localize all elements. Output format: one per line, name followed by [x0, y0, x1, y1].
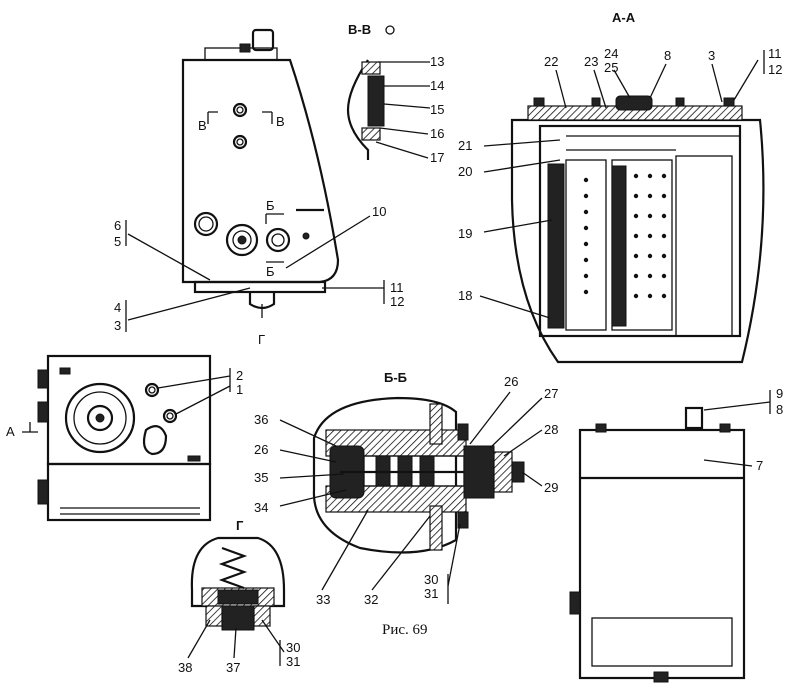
label-32: 32 — [364, 592, 378, 607]
label-34: 34 — [254, 500, 268, 515]
label-33: 33 — [316, 592, 330, 607]
section-mark-v-right: В — [276, 114, 285, 129]
label-2: 2 — [236, 368, 243, 383]
label-26-right: 26 — [504, 374, 518, 389]
section-mark-g: Г — [258, 332, 265, 347]
label-10: 10 — [372, 204, 386, 219]
section-title-aa: А-А — [612, 10, 636, 25]
label-38: 38 — [178, 660, 192, 675]
label-11-aa: 11 — [768, 46, 782, 61]
section-mark-v-left: В — [198, 118, 207, 133]
label-23: 23 — [584, 54, 598, 69]
figure-caption: Рис. 69 — [382, 622, 428, 638]
label-4: 4 — [114, 300, 121, 315]
right-side-view: 9 8 7 — [569, 386, 783, 683]
label-20: 20 — [458, 164, 472, 179]
label-19: 19 — [458, 226, 472, 241]
section-mark-b-top: Б — [266, 198, 275, 213]
label-31-bb: 31 — [424, 586, 438, 601]
label-11: 11 — [390, 280, 404, 295]
section-mark-b-bottom: Б — [266, 264, 275, 279]
label-18: 18 — [458, 288, 472, 303]
label-9: 9 — [776, 386, 783, 401]
label-27: 27 — [544, 386, 558, 401]
label-1: 1 — [236, 382, 243, 397]
label-8: 8 — [664, 48, 671, 63]
plate-holes — [583, 173, 667, 299]
label-22: 22 — [544, 54, 558, 69]
label-24: 24 — [604, 46, 618, 61]
section-title-g: Г — [236, 518, 244, 533]
label-7: 7 — [756, 458, 763, 473]
section-title-vv: В-В — [348, 22, 371, 37]
section-vv-view: В-В 13 14 15 16 17 — [346, 22, 444, 165]
section-bb-view: Б-Б 36 26 35 34 33 32 26 — [254, 370, 558, 607]
label-30-bb: 30 — [424, 572, 438, 587]
label-8-right: 8 — [776, 402, 783, 417]
label-12-aa: 12 — [768, 62, 782, 77]
label-28: 28 — [544, 422, 558, 437]
label-21: 21 — [458, 138, 472, 153]
front-view: В В Б Б 6 5 4 3 10 11 12 Г — [114, 28, 404, 347]
label-3: 3 — [114, 318, 121, 333]
label-13: 13 — [430, 54, 444, 69]
section-aa-view: А-А — [458, 10, 782, 364]
label-5: 5 — [114, 234, 121, 249]
label-3-aa: 3 — [708, 48, 715, 63]
label-25: 25 — [604, 60, 618, 75]
section-g-view: Г 38 37 30 31 — [178, 518, 300, 675]
label-26-left: 26 — [254, 442, 268, 457]
label-6: 6 — [114, 218, 121, 233]
section-title-bb: Б-Б — [384, 370, 407, 385]
section-mark-a: А — [6, 424, 15, 439]
label-17: 17 — [430, 150, 444, 165]
label-35: 35 — [254, 470, 268, 485]
label-30-g: 30 — [286, 640, 300, 655]
label-31-g: 31 — [286, 654, 300, 669]
label-14: 14 — [430, 78, 444, 93]
label-37: 37 — [226, 660, 240, 675]
side-view-a: 2 1 А — [6, 354, 243, 522]
label-12: 12 — [390, 294, 404, 309]
label-15: 15 — [430, 102, 444, 117]
label-36: 36 — [254, 412, 268, 427]
label-16: 16 — [430, 126, 444, 141]
label-29: 29 — [544, 480, 558, 495]
